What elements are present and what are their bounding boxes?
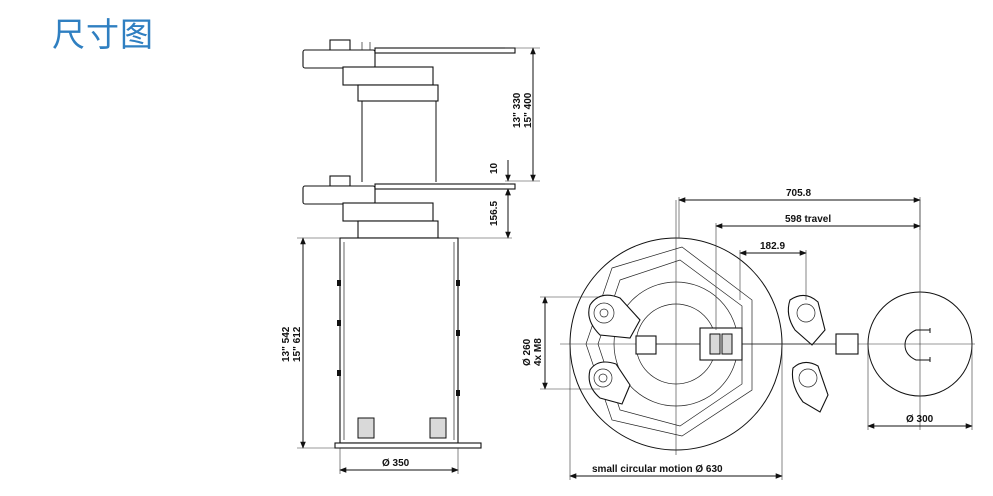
dim-base-diameter: Ø 350 [339,448,459,474]
dim-label-15-base: 15" 612 [292,326,303,362]
base-housing [334,237,482,449]
dim-upper-height: 13" 330 15" 400 [505,47,540,182]
dim-travel: 598 travel [715,214,921,330]
dim-label-workspace: small circular motion Ø 630 [592,464,723,475]
tool-circle-view [860,200,975,430]
side-view: 13" 330 15" 400 10 156.5 13" 542 15" 612 [281,39,540,474]
central-platform [635,327,859,361]
dim-gap: 10 [489,160,511,200]
dim-label-13-upper: 13" 330 [512,92,523,128]
arm-left-upper [588,294,641,339]
dim-label-13-base: 13" 542 [281,326,292,362]
dim-label-tool-circle: Ø 300 [906,414,934,425]
dim-label-reach: 705.8 [786,188,811,199]
arm-right-lower [791,361,829,413]
top-view: 705.8 598 travel 182.9 Ø 260 4x M8 [522,188,975,480]
dim-label-gap: 10 [489,162,500,174]
arm-left-lower [588,361,631,405]
dim-label-mount-bolts: 4x M8 [533,338,544,366]
dim-reach: 705.8 [678,188,921,238]
dim-label-arm-height: 156.5 [489,201,500,226]
dim-inner-offset: 182.9 [739,241,807,300]
dim-label-15-upper: 15" 400 [523,92,534,128]
dim-tool-circle: Ø 300 [867,344,973,430]
dim-label-base-diameter: Ø 350 [382,458,410,469]
upper-arm-assembly [302,39,516,102]
dim-workspace: small circular motion Ø 630 [569,344,783,480]
dim-label-travel: 598 travel [785,214,831,225]
lower-arm-assembly [302,175,516,239]
dim-arm-height: 156.5 [440,188,512,239]
dim-label-inner-offset: 182.9 [760,241,785,252]
dim-label-mount-circle: Ø 260 [522,338,533,366]
dim-base-height: 13" 542 15" 612 [281,237,340,449]
page-title: 尺寸图 [52,15,154,54]
arm-right-upper [787,294,826,346]
